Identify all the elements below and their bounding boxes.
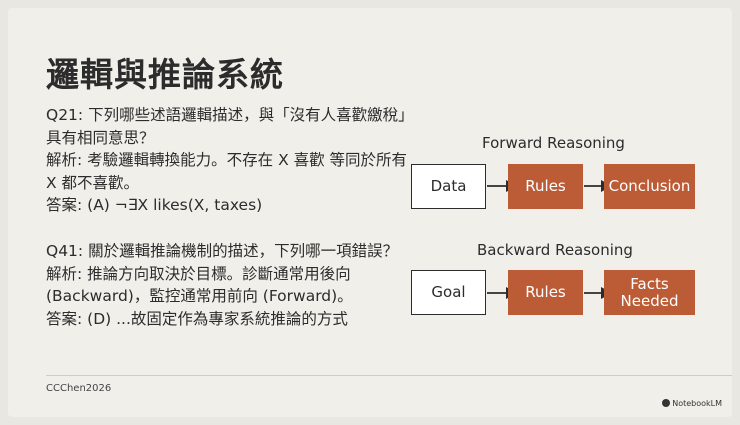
backward-reasoning-label: Backward Reasoning [477,241,633,259]
forward-box-data: Data [411,164,486,209]
forward-box-rules: Rules [508,164,583,209]
answer-text: 答案: (D) ...故固定作為專家系統推論的方式 [46,309,348,328]
backward-box-goal: Goal [411,270,486,315]
qa-block-q41: Q41: 關於邏輯推論機制的描述，下列哪一項錯誤？ 解析: 推論方向取決於目標。… [46,240,411,330]
footer-divider [46,375,732,376]
qa-block-q21: Q21: 下列哪些述語邏輯描述，與「沒有人喜歡繳稅」具有相同意思？ 解析: 考驗… [46,104,411,217]
slide: 邏輯與推論系統 Q21: 下列哪些述語邏輯描述，與「沒有人喜歡繳稅」具有相同意思… [8,8,732,417]
question-text: Q41: 關於邏輯推論機制的描述，下列哪一項錯誤？ [46,242,399,260]
analysis-text: 解析: 考驗邏輯轉換能力。不存在 X 喜歡 等同於所有 X 都不喜歡。 [46,151,408,192]
brand-name: NotebookLM [672,399,722,408]
forward-reasoning-label: Forward Reasoning [482,134,625,152]
author-credit: CCChen2026 [46,383,112,394]
backward-box-facts-needed: Facts Needed [604,270,695,315]
forward-box-conclusion: Conclusion [604,164,695,209]
slide-title: 邏輯與推論系統 [46,55,284,94]
backward-box-rules: Rules [508,270,583,315]
notebooklm-logo-icon [662,399,671,407]
analysis-text: 解析: 推論方向取決於目標。診斷通常用後向 (Backward)，監控通常用前向… [46,264,353,306]
brand-watermark: NotebookLM [662,399,722,408]
question-text: Q21: 下列哪些述語邏輯描述，與「沒有人喜歡繳稅」具有相同意思？ [46,106,406,147]
answer-text: 答案: (A) ¬∃X likes(X, taxes) [46,196,263,214]
